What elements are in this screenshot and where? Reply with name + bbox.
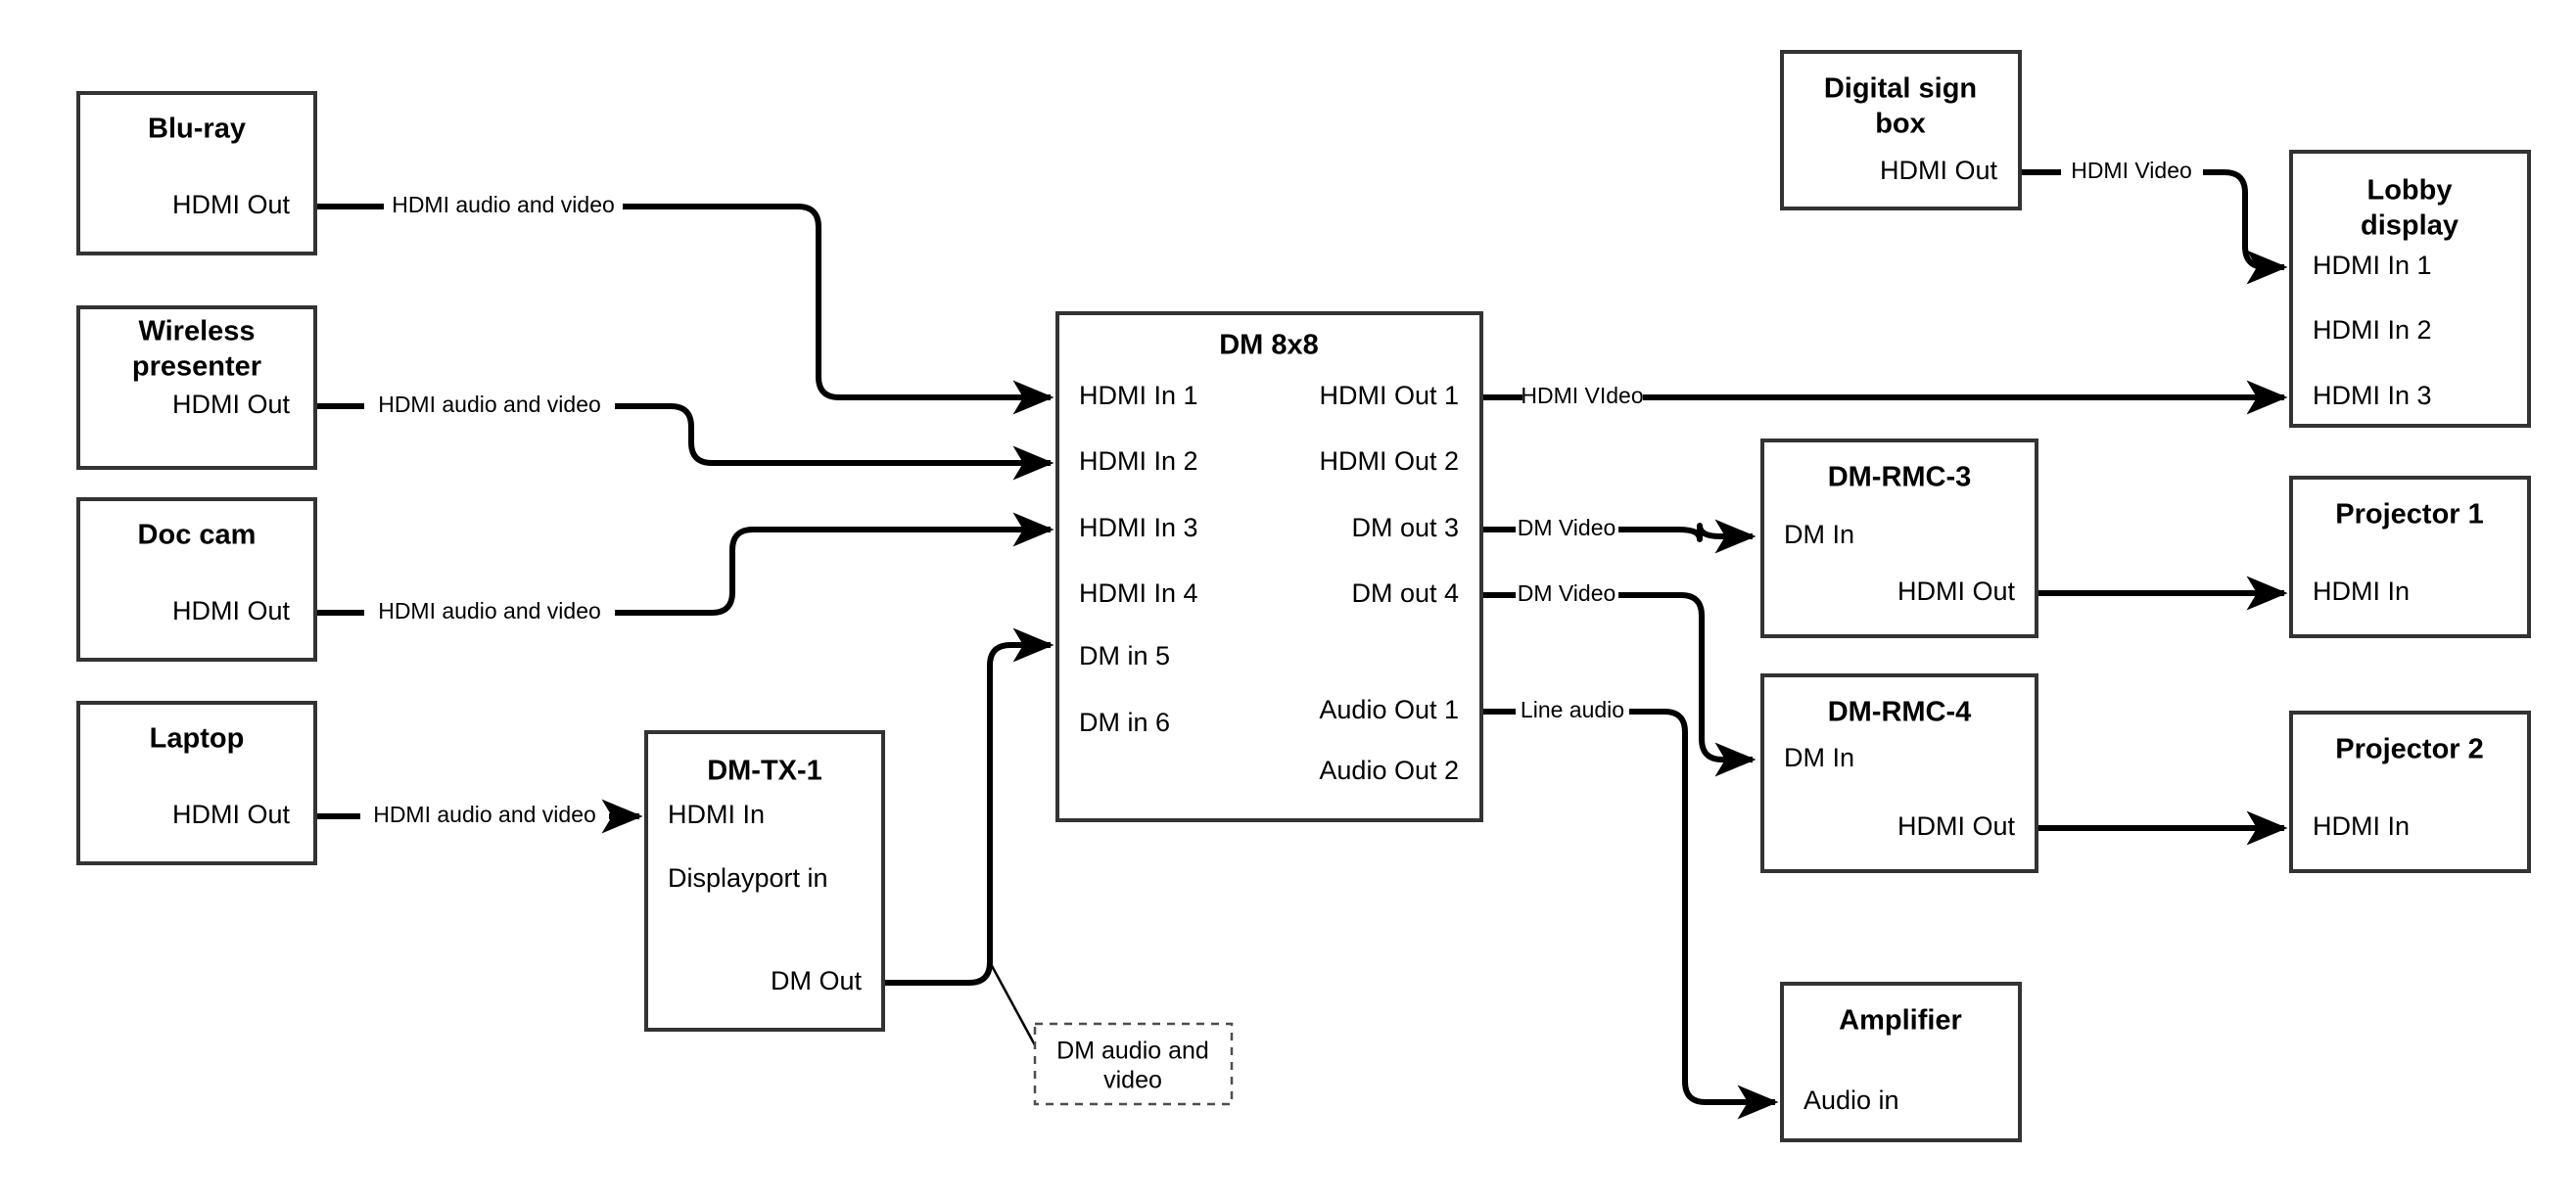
node-dm-rmc-3[interactable]: DM-RMC-3 DM In HDMI Out: [1760, 439, 2038, 638]
dm-tx-1-port-displayport-in: Displayport in: [668, 863, 828, 893]
node-lobby-display[interactable]: Lobby display HDMI In 1 HDMI In 2 HDMI I…: [2289, 150, 2531, 428]
node-dm-8x8[interactable]: DM 8x8 HDMI In 1 HDMI In 2 HDMI In 3 HDM…: [1055, 311, 1483, 822]
bluray-box[interactable]: [76, 91, 317, 255]
node-laptop[interactable]: Laptop HDMI Out: [76, 701, 317, 865]
dm-8x8-input-hdmi-in-3: HDMI In 3: [1079, 513, 1198, 542]
wireless-presenter-box[interactable]: [76, 305, 317, 470]
link-label-dm-out1-to-lobby: HDMI VIdeo: [1521, 383, 1643, 408]
note-text-line2: video: [1103, 1067, 1162, 1094]
dm-8x8-output-hdmi-out-1: HDMI Out 1: [1319, 381, 1459, 410]
wire-sign-to-lobby-in1: [2020, 169, 2284, 267]
dm-rmc-4-port-hdmi-out: HDMI Out: [1897, 811, 2016, 841]
dm-rmc-3-box[interactable]: [1760, 439, 2038, 638]
projector-1-title: Projector 1: [2335, 499, 2484, 531]
amplifier-title: Amplifier: [1839, 1005, 1962, 1037]
wireless-presenter-title-line2: presenter: [132, 351, 261, 383]
lobby-display-input-hdmi-in-3: HDMI In 3: [2313, 381, 2432, 410]
dm-8x8-output-audio-out-2: Audio Out 2: [1319, 756, 1459, 785]
dm-8x8-output-dm-out-4: DM out 4: [1351, 578, 1459, 608]
dm-8x8-input-hdmi-in-1: HDMI In 1: [1079, 381, 1198, 410]
link-label-bluray-to-dm: HDMI audio and video: [392, 192, 615, 217]
node-projector-2[interactable]: Projector 2 HDMI In: [2289, 711, 2531, 873]
wire-doccam-to-dm-in3: [315, 530, 1051, 616]
node-amplifier[interactable]: Amplifier Audio in: [1780, 982, 2022, 1142]
link-label-layer: HDMI audio and video HDMI audio and vide…: [373, 158, 2192, 827]
node-dm-tx-1[interactable]: DM-TX-1 HDMI In Displayport in DM Out: [644, 730, 885, 1032]
amplifier-port-audio-in: Audio in: [1803, 1086, 1899, 1115]
amplifier-box[interactable]: [1780, 982, 2022, 1142]
dm-8x8-input-hdmi-in-2: HDMI In 2: [1079, 446, 1198, 476]
lobby-display-input-hdmi-in-2: HDMI In 2: [2313, 315, 2432, 345]
dm-rmc-4-box[interactable]: [1760, 673, 2038, 873]
lobby-display-input-hdmi-in-1: HDMI In 1: [2313, 251, 2432, 280]
wire-bluray-to-dm-in1: [315, 204, 1051, 397]
laptop-title: Laptop: [150, 723, 245, 755]
node-bluray[interactable]: Blu-ray HDMI Out: [76, 91, 317, 255]
digital-sign-title-line1: Digital sign: [1824, 73, 1977, 105]
doc-cam-port-hdmi-out: HDMI Out: [172, 596, 291, 625]
link-label-sign-to-lobby: HDMI Video: [2071, 158, 2192, 183]
link-label-dm-audio1-to-amp: Line audio: [1521, 697, 1624, 722]
digital-sign-port-hdmi-out: HDMI Out: [1880, 156, 1998, 185]
note-leader-line: [988, 961, 1042, 1055]
wire-dm-out3-to-rmc3: [1481, 526, 1753, 539]
link-label-doccam-to-dm: HDMI audio and video: [378, 598, 601, 624]
dm-8x8-input-dm-in-6: DM in 6: [1079, 708, 1170, 737]
dm-tx-1-port-hdmi-in: HDMI In: [668, 800, 765, 829]
lobby-display-title-line1: Lobby: [2367, 175, 2453, 207]
wireless-presenter-title-line1: Wireless: [138, 316, 255, 347]
wire-layer: [315, 169, 2284, 1102]
note-box: [1033, 1022, 1234, 1106]
node-doc-cam[interactable]: Doc cam HDMI Out: [76, 497, 317, 662]
dm-rmc-4-title: DM-RMC-4: [1828, 697, 1972, 728]
lobby-display-title-line2: display: [2361, 210, 2459, 242]
wire-wireless-to-dm-in2: [315, 403, 1051, 463]
link-label-wireless-to-dm: HDMI audio and video: [378, 392, 601, 417]
dm-tx-1-title: DM-TX-1: [707, 756, 822, 787]
projector-1-port-hdmi-in: HDMI In: [2313, 577, 2410, 606]
dm-8x8-output-hdmi-out-2: HDMI Out 2: [1319, 446, 1459, 476]
dm-8x8-input-hdmi-in-4: HDMI In 4: [1079, 578, 1198, 608]
wire-dm-out4-to-rmc4: [1481, 592, 1753, 760]
projector-2-title: Projector 2: [2335, 734, 2484, 765]
dm-8x8-output-dm-out-3: DM out 3: [1351, 513, 1459, 542]
dm-8x8-box[interactable]: [1055, 311, 1483, 822]
wire-tx-dmout-to-dm-in5: [883, 627, 1054, 986]
dm-8x8-output-audio-out-1: Audio Out 1: [1319, 695, 1459, 724]
dm-rmc-3-title: DM-RMC-3: [1828, 462, 1972, 493]
digital-sign-title-line2: box: [1875, 109, 1926, 140]
dm-8x8-input-dm-in-5: DM in 5: [1079, 641, 1170, 670]
node-wireless-presenter[interactable]: Wireless presenter HDMI Out: [76, 305, 317, 470]
dm-rmc-3-port-dm-in: DM In: [1784, 520, 1854, 549]
wireless-presenter-port-hdmi-out: HDMI Out: [172, 390, 291, 419]
doc-cam-title: Doc cam: [138, 520, 257, 551]
link-label-dm-out3-to-rmc3: DM Video: [1518, 515, 1616, 540]
note-text-line1: DM audio and: [1056, 1038, 1209, 1065]
dm-rmc-4-port-dm-in: DM In: [1784, 743, 1854, 772]
digital-sign-box[interactable]: [1780, 50, 2022, 210]
dm-tx-1-box[interactable]: [644, 730, 885, 1032]
laptop-box[interactable]: [76, 701, 317, 865]
projector-2-port-hdmi-in: HDMI In: [2313, 811, 2410, 841]
dm-tx-1-port-dm-out: DM Out: [771, 966, 863, 995]
laptop-port-hdmi-out: HDMI Out: [172, 800, 291, 829]
bluray-title: Blu-ray: [148, 114, 246, 145]
link-label-laptop-to-tx: HDMI audio and video: [373, 802, 596, 827]
note-dm-audio-and-video: DM audio and video: [1033, 1022, 1234, 1106]
dm-rmc-3-port-hdmi-out: HDMI Out: [1897, 577, 2016, 606]
bluray-port-hdmi-out: HDMI Out: [172, 190, 291, 219]
doc-cam-box[interactable]: [76, 497, 317, 662]
dm-8x8-title: DM 8x8: [1219, 330, 1319, 361]
node-digital-sign-box[interactable]: Digital sign box HDMI Out: [1780, 50, 2022, 210]
projector-2-box[interactable]: [2289, 711, 2531, 873]
projector-1-box[interactable]: [2289, 476, 2531, 638]
lobby-display-box[interactable]: [2289, 150, 2531, 428]
node-projector-1[interactable]: Projector 1 HDMI In: [2289, 476, 2531, 638]
node-dm-rmc-4[interactable]: DM-RMC-4 DM In HDMI Out: [1760, 673, 2038, 873]
link-label-dm-out4-to-rmc4: DM Video: [1518, 580, 1616, 606]
wire-dm-audio1-to-amplifier: [1481, 709, 1775, 1102]
